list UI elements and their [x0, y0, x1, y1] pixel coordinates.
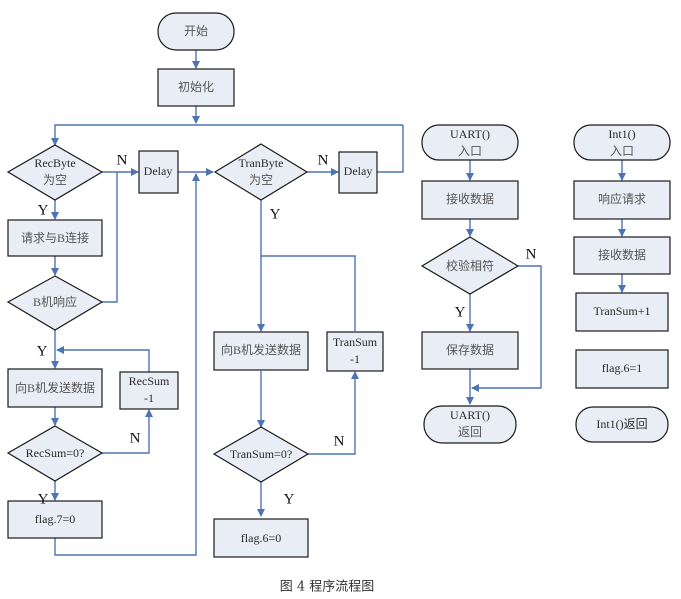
node-transum-zero: TranSum=0? [212, 426, 310, 483]
node-recbyte-label-2: 为空 [43, 173, 67, 187]
node-uart-check: 校验相符 [420, 236, 520, 295]
edge-delay2-loop [377, 125, 404, 173]
label-no-recsum: N [130, 430, 141, 446]
node-uart-receive-label: 接收数据 [446, 191, 494, 206]
edge-uart-check-no [471, 265, 542, 392]
node-request-b: 请求与B连接 [7, 219, 103, 257]
node-int1-respond-label: 响应请求 [598, 191, 646, 206]
node-int1-return-label: Int1()返回 [596, 417, 647, 431]
node-recsum-dec: RecSum -1 [119, 371, 179, 410]
node-transum-dec-label-2: -1 [350, 352, 360, 366]
node-b-response-label: B机响应 [33, 294, 77, 309]
node-int1-return: Int1()返回 [575, 406, 669, 443]
node-int1-transum-inc-label: TranSum+1 [593, 304, 650, 318]
node-delay-1: Delay [138, 150, 179, 194]
label-yes-transum: Y [284, 491, 295, 507]
node-start-label: 开始 [184, 24, 208, 38]
node-uart-receive: 接收数据 [421, 180, 519, 220]
edge-transumzero-dec2 [308, 371, 359, 455]
node-send-b-2: 向B机发送数据 [213, 331, 309, 371]
node-uart-entry: UART() 入口 [421, 124, 519, 161]
node-delay-1-label: Delay [144, 164, 173, 178]
node-send-b-1: 向B机发送数据 [7, 368, 103, 408]
node-uart-save-label: 保存数据 [446, 342, 494, 357]
label-no-recbyte: N [117, 152, 128, 168]
node-init: 初始化 [157, 68, 235, 107]
node-tranbyte-label-1: TranByte [239, 156, 284, 170]
node-flag7-label: flag.7=0 [35, 512, 75, 526]
node-uart-entry-label-2: 入口 [458, 144, 482, 158]
node-start: 开始 [157, 12, 235, 51]
node-recbyte-label-1: RecByte [34, 156, 75, 170]
node-recsum-dec-label-2: -1 [144, 391, 154, 405]
node-uart-return-label-1: UART() [450, 408, 490, 422]
node-int1-entry-label-1: Int1() [608, 127, 635, 141]
node-int1-entry: Int1() 入口 [573, 124, 671, 161]
edge-dec-loop [56, 346, 150, 372]
node-delay-2-label: Delay [344, 164, 373, 178]
node-init-label: 初始化 [178, 80, 214, 94]
label-no-transum: N [334, 433, 345, 449]
node-uart-entry-label-1: UART() [450, 127, 490, 141]
node-recsum-zero: RecSum=0? [6, 425, 104, 482]
node-transum-zero-label: TranSum=0? [230, 447, 292, 461]
edge-recsumzero-dec [102, 409, 153, 454]
node-b-response: B机响应 [6, 275, 104, 331]
node-send-b-1-label: 向B机发送数据 [15, 380, 95, 395]
node-int1-entry-label-2: 入口 [610, 144, 634, 158]
node-request-b-label: 请求与B连接 [21, 230, 89, 245]
node-int1-flag6: flag.6=1 [575, 349, 669, 389]
label-yes-recsum: Y [38, 491, 49, 507]
node-transum-dec: TranSum -1 [326, 331, 384, 372]
node-transum-dec-label-1: TranSum [333, 335, 378, 349]
label-yes-bresponse: Y [37, 343, 48, 359]
label-yes-recbyte: Y [38, 202, 49, 218]
node-recsum-zero-label: RecSum=0? [26, 446, 85, 460]
node-uart-check-label: 校验相符 [446, 258, 494, 273]
node-send-b-2-label: 向B机发送数据 [221, 342, 301, 357]
edge-loop-recbyte [51, 124, 403, 146]
figure-caption: 图 4 程序流程图 [280, 580, 375, 595]
label-no-uart-check: N [526, 246, 537, 262]
node-uart-return: UART() 返回 [423, 405, 517, 444]
node-recsum-dec-label-1: RecSum [129, 374, 170, 388]
edge-flag7-return [54, 173, 200, 556]
node-int1-flag6-label: flag.6=1 [602, 361, 642, 375]
node-delay-2: Delay [338, 151, 378, 194]
node-tranbyte-empty: TranByte 为空 [213, 143, 309, 201]
node-flag6-0: flag.6=0 [213, 518, 309, 558]
edge-dec2-loop [261, 255, 356, 331]
edges [51, 50, 626, 556]
node-uart-save: 保存数据 [421, 331, 519, 370]
node-flag6-0-label: flag.6=0 [241, 531, 281, 545]
edge-bresponse-no [102, 172, 118, 303]
node-int1-transum-inc: TranSum+1 [575, 292, 669, 332]
label-no-tranbyte: N [318, 152, 329, 168]
node-int1-receive-label: 接收数据 [598, 247, 646, 262]
node-int1-receive: 接收数据 [573, 236, 671, 275]
node-flag7: flag.7=0 [7, 500, 103, 539]
branch-labels: N Y Y N Y N Y N Y N Y [37, 152, 537, 507]
node-recbyte-empty: RecByte 为空 [6, 144, 104, 201]
label-yes-uart-check: Y [455, 304, 466, 320]
node-int1-respond: 响应请求 [573, 180, 671, 220]
node-uart-return-label-2: 返回 [458, 425, 482, 439]
node-tranbyte-label-2: 为空 [249, 173, 273, 187]
label-yes-tranbyte: Y [270, 206, 281, 222]
